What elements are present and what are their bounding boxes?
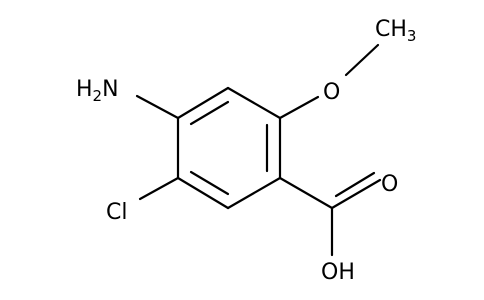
- amino-bond: [135, 94, 180, 120]
- hydroxyl-label: OH: [321, 260, 355, 285]
- methyl-subscript: 3: [407, 27, 417, 45]
- aromatic-inner-bond-1: [189, 100, 230, 126]
- amino-group-label: H2N: [76, 77, 119, 105]
- amino-n: N: [102, 77, 118, 102]
- amino-h: H: [76, 77, 93, 102]
- methyl-ch: CH: [375, 17, 407, 42]
- carbonyl-double-bond-inner: [334, 171, 376, 198]
- chloro-label: Cl: [106, 200, 127, 225]
- carbonyl-double-bond-outer: [330, 178, 382, 210]
- ring-bond-5: [176, 176, 230, 210]
- amino-subscript: 2: [93, 87, 103, 105]
- methoxy-bond-methyl: [344, 43, 380, 77]
- methoxy-oxygen-label: O: [323, 80, 340, 105]
- methoxy-bond-ring: [278, 95, 320, 120]
- ring-bond-1: [176, 86, 230, 120]
- ring-bond-2: [226, 86, 282, 120]
- chloro-bond: [138, 176, 180, 201]
- ring-bond-4: [226, 176, 282, 210]
- methyl-group-label: CH3: [375, 17, 416, 45]
- aromatic-inner-bond-3: [189, 170, 230, 196]
- carbonyl-oxygen-label: O: [381, 172, 398, 197]
- carboxyl-bond-ring: [278, 176, 334, 210]
